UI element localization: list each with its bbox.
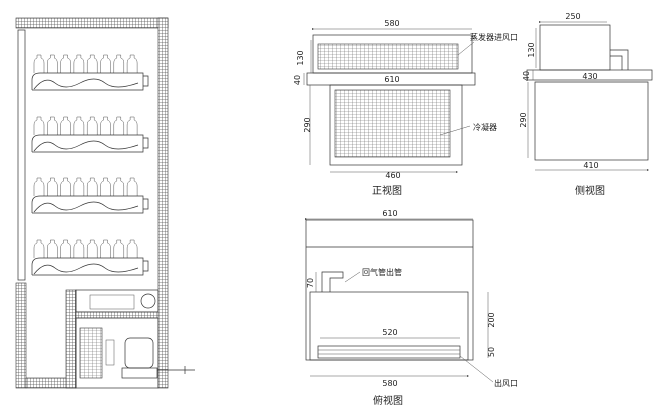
dim-290: 290 xyxy=(303,117,312,132)
cabinet-section xyxy=(15,17,195,389)
bottle-icon xyxy=(33,116,45,135)
pipe xyxy=(610,49,629,70)
control-box xyxy=(75,289,159,313)
wave-rack xyxy=(31,257,149,276)
bottle-icon xyxy=(73,239,85,258)
bottle-icon xyxy=(47,239,58,258)
glass-door xyxy=(17,29,26,281)
power-plug-icon xyxy=(157,366,195,374)
shelf xyxy=(31,116,149,153)
dim-40: 40 xyxy=(522,71,531,81)
bottle-icon xyxy=(60,177,71,196)
compressor xyxy=(124,337,154,369)
bottle-icon xyxy=(100,116,111,135)
air-outlet xyxy=(317,345,461,359)
fan-icon xyxy=(140,293,156,309)
label-return-pipe: 回气管出管 xyxy=(362,267,402,277)
dim-130: 130 xyxy=(527,42,536,57)
machine-compartment xyxy=(75,317,159,389)
bottle-icon xyxy=(33,54,45,73)
front-view-title: 正视图 xyxy=(372,184,402,197)
side-view: 250 130 40 430 290 410 侧视图 xyxy=(519,12,653,197)
wave-rack xyxy=(31,134,149,153)
dim-430: 430 xyxy=(582,72,597,81)
label-condenser: 冷凝器 xyxy=(473,122,497,132)
bottle-icon xyxy=(86,177,98,196)
bottle-icon xyxy=(47,177,58,196)
wave-rack xyxy=(31,195,149,214)
dim-460: 460 xyxy=(385,171,400,180)
dim-610: 610 xyxy=(382,209,397,218)
dim-290: 290 xyxy=(519,112,528,127)
bottle-icon xyxy=(86,54,98,73)
shelf xyxy=(31,239,149,276)
label-evaporator-inlet: 蒸发器进风口 xyxy=(470,32,518,42)
bottle-icon xyxy=(100,54,111,73)
dim-610: 610 xyxy=(384,75,399,84)
dim-40: 40 xyxy=(293,75,302,85)
bottle-icon xyxy=(86,116,98,135)
bottle-icon xyxy=(113,116,125,135)
side-view-title: 侧视图 xyxy=(575,184,605,197)
bottle-icon xyxy=(126,177,138,196)
bottle-icon xyxy=(126,116,138,135)
bottle-icon xyxy=(126,54,138,73)
dim-130: 130 xyxy=(296,50,305,65)
shelf xyxy=(31,177,149,214)
bottle-icon xyxy=(73,54,85,73)
condenser-coil xyxy=(79,327,103,379)
bottle-icon xyxy=(47,54,58,73)
shelves xyxy=(31,54,149,276)
dim-410: 410 xyxy=(583,161,598,170)
dim-70: 70 xyxy=(306,278,315,288)
bottle-icon xyxy=(100,177,111,196)
wave-rack xyxy=(31,72,149,91)
bottle-icon xyxy=(113,54,125,73)
bottle-icon xyxy=(73,177,85,196)
return-pipe xyxy=(321,271,344,292)
dim-580: 580 xyxy=(384,19,399,28)
bottle-icon xyxy=(86,239,98,258)
shelf xyxy=(31,54,149,91)
front-view: 580 130 40 610 290 460 蒸发器进风口 冷凝器 正视图 xyxy=(293,19,518,197)
bottle-icon xyxy=(126,239,138,258)
top-view: 610 70 回气管出管 200 520 50 580 出风口 俯视图 xyxy=(306,209,518,407)
bottle-icon xyxy=(60,116,71,135)
bottle-icon xyxy=(73,116,85,135)
bottle-icon xyxy=(113,177,125,196)
evaporator-coil xyxy=(317,43,459,70)
bottle-icon xyxy=(100,239,111,258)
bottle-icon xyxy=(47,116,58,135)
condenser-coil xyxy=(334,89,451,158)
bottle-icon xyxy=(113,239,125,258)
dim-580: 580 xyxy=(382,379,397,388)
bottle-icon xyxy=(33,239,45,258)
top-view-title: 俯视图 xyxy=(373,394,403,407)
dim-50: 50 xyxy=(487,347,496,357)
dim-250: 250 xyxy=(565,12,580,21)
bottle-icon xyxy=(60,54,71,73)
label-air-outlet: 出风口 xyxy=(494,378,518,388)
dim-200: 200 xyxy=(487,312,496,327)
bottle-icon xyxy=(33,177,45,196)
dim-520: 520 xyxy=(382,328,397,337)
bottle-icon xyxy=(60,239,71,258)
